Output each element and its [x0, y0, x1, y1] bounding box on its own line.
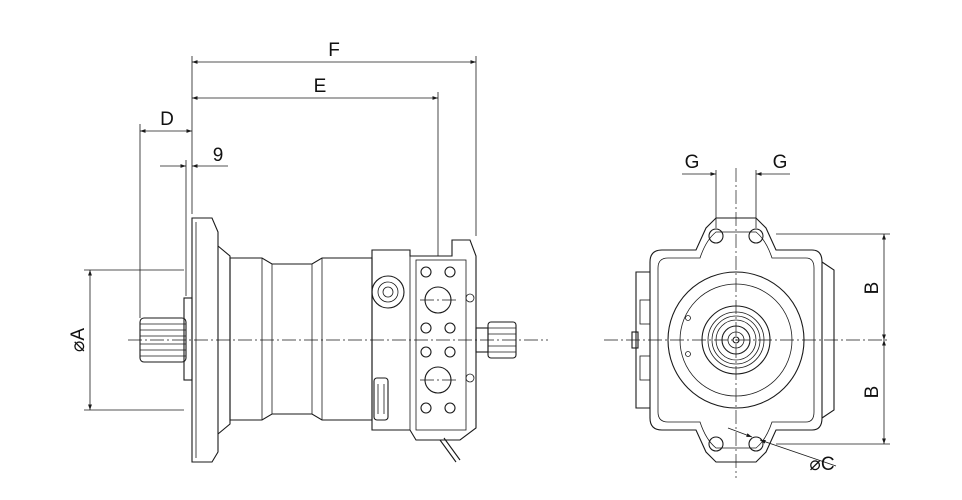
front-bolt-holes — [708, 228, 764, 452]
dim-label-d: D — [160, 109, 174, 130]
seal-ring — [701, 305, 771, 375]
main-housing — [229, 257, 373, 421]
port-plate — [371, 239, 477, 463]
front-view: G G B B ⌀C — [604, 152, 890, 478]
dim-label-b-lower: B — [862, 386, 883, 399]
dim-label-c: ⌀C — [809, 454, 834, 475]
bolt-pattern — [420, 266, 456, 414]
gauge-port — [371, 275, 405, 309]
dim-label-g-right: G — [773, 152, 788, 173]
pilot-ring — [667, 271, 805, 409]
dim-leader-c — [759, 439, 837, 467]
front-housing-outline — [649, 217, 823, 463]
dim-label-f: F — [328, 40, 340, 61]
dim-label-9: 9 — [213, 145, 224, 166]
dim-label-g-left: G — [685, 152, 700, 173]
side-view: F E D 9 ⌀A — [68, 40, 548, 463]
dim-label-e: E — [314, 76, 327, 97]
dim-label-b-upper: B — [862, 282, 883, 295]
output-shaft — [475, 321, 517, 359]
shaft-end — [721, 325, 751, 355]
input-shaft — [139, 297, 193, 381]
dim-label-a: ⌀A — [68, 328, 89, 352]
electrical-connector — [373, 377, 389, 421]
